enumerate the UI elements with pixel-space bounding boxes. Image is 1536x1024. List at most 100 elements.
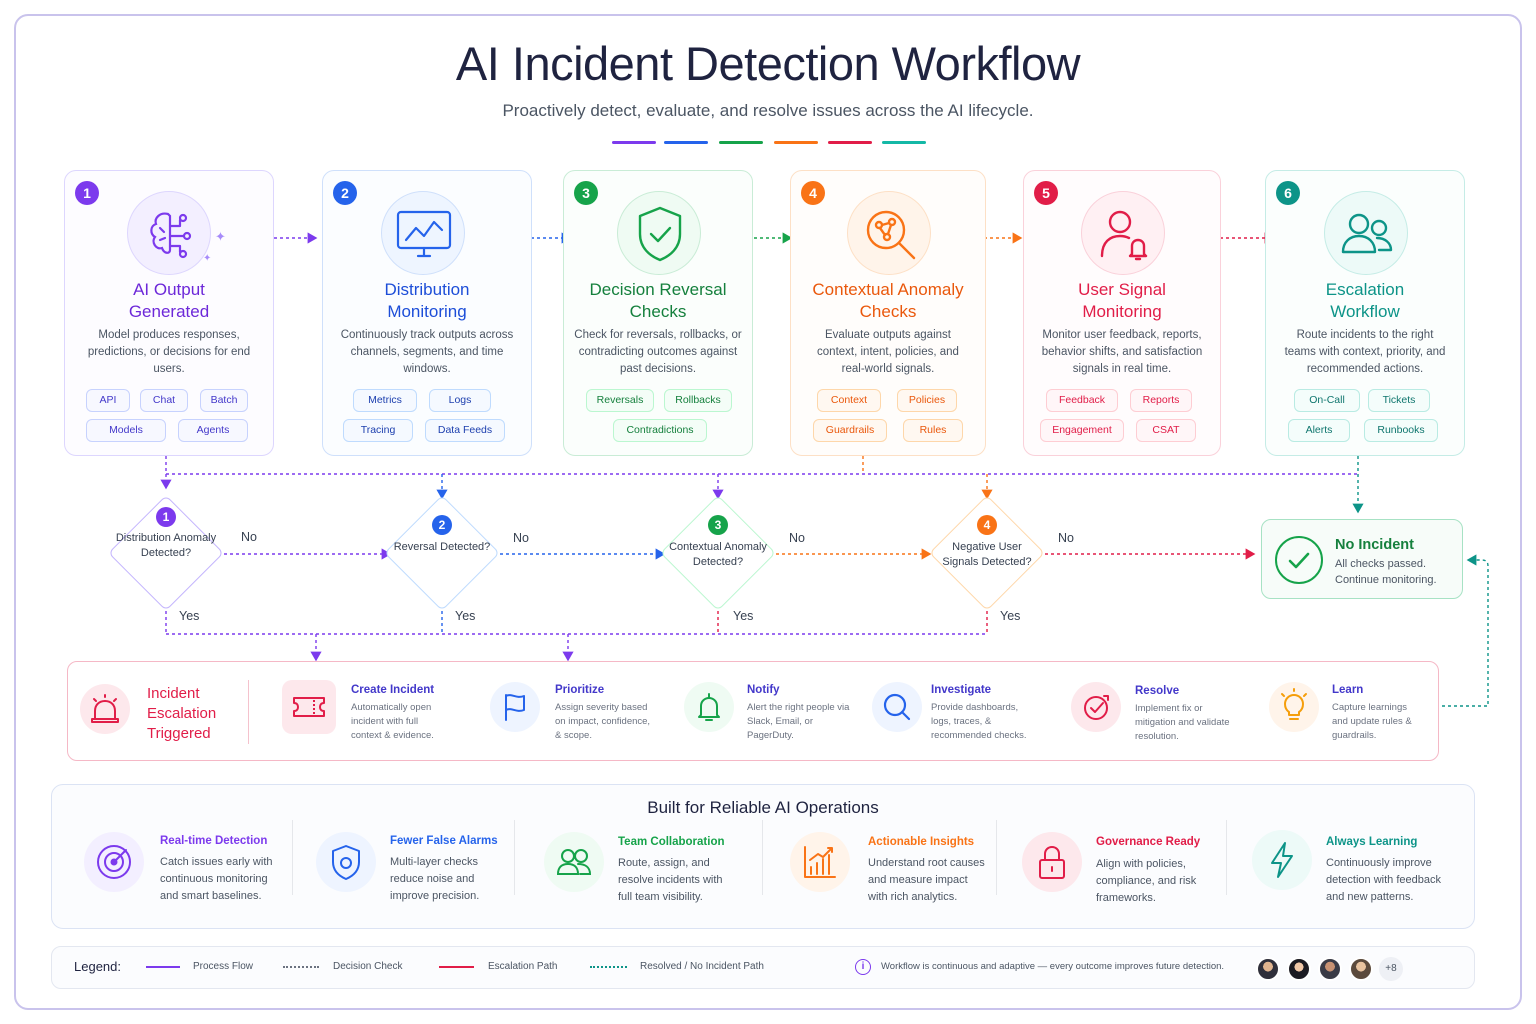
tag-models[interactable]: Models bbox=[86, 419, 166, 442]
legend-swatch-resolved bbox=[590, 966, 627, 968]
target-check-icon[interactable] bbox=[1071, 682, 1121, 732]
legend-item: Resolved / No Incident Path bbox=[640, 961, 764, 972]
tag-metrics[interactable]: Metrics bbox=[353, 389, 417, 412]
tag-runbooks[interactable]: Runbooks bbox=[1364, 419, 1438, 442]
tag-feedback[interactable]: Feedback bbox=[1046, 389, 1118, 412]
tag-context[interactable]: Context bbox=[817, 389, 881, 412]
user-bell-icon bbox=[1081, 191, 1165, 275]
tag-alerts[interactable]: Alerts bbox=[1288, 419, 1350, 442]
tag-on-call[interactable]: On-Call bbox=[1294, 389, 1360, 412]
features-title: Built for Reliable AI Operations bbox=[647, 798, 879, 817]
legend-item: Process Flow bbox=[193, 961, 254, 972]
tag-api[interactable]: API bbox=[86, 389, 130, 412]
tag-rules[interactable]: Rules bbox=[903, 419, 963, 442]
tag-tracing[interactable]: Tracing bbox=[343, 419, 413, 442]
stage-description: Model produces responses, predictions, o… bbox=[87, 329, 251, 375]
tag-policies[interactable]: Policies bbox=[897, 389, 957, 412]
no-label: No bbox=[1058, 531, 1074, 545]
decision-text: Negative User Signals Detected? bbox=[942, 541, 1032, 568]
flag-icon[interactable] bbox=[490, 682, 540, 732]
feature-description: Continuously improve detection with feed… bbox=[1326, 857, 1441, 903]
stage-description: Route incidents to the right teams with … bbox=[1284, 329, 1446, 375]
step-description: Alert the right people via Slack, Email,… bbox=[747, 702, 850, 741]
yes-label: Yes bbox=[733, 609, 754, 623]
avatar[interactable] bbox=[1318, 957, 1342, 981]
magnifier-network-icon bbox=[847, 191, 931, 275]
stage-title: Workflow bbox=[1330, 302, 1400, 321]
feature-title: Real-time Detection bbox=[160, 835, 268, 847]
people-icon bbox=[544, 832, 604, 892]
feature-description: Catch issues early with continuous monit… bbox=[160, 856, 273, 902]
ticket-icon[interactable] bbox=[282, 680, 336, 734]
avatar[interactable] bbox=[1349, 957, 1373, 981]
stage-title: User Signal bbox=[1078, 280, 1166, 299]
escalation-title: Incident bbox=[147, 685, 200, 702]
tag-reports[interactable]: Reports bbox=[1130, 389, 1192, 412]
stage-badge: 5 bbox=[1034, 181, 1058, 205]
check-circle-icon bbox=[1275, 536, 1323, 584]
title-underline bbox=[612, 141, 656, 144]
tag-batch[interactable]: Batch bbox=[200, 389, 248, 412]
no-incident-box[interactable]: No Incident All checks passed. Continue … bbox=[1261, 519, 1463, 599]
stage-title: Distribution bbox=[384, 280, 470, 299]
lightbulb-icon[interactable] bbox=[1269, 682, 1319, 732]
lightning-icon bbox=[1252, 830, 1312, 890]
tag-data-feeds[interactable]: Data Feeds bbox=[425, 419, 505, 442]
stage-title: Monitoring bbox=[1082, 302, 1162, 321]
no-incident-title: No Incident bbox=[1335, 537, 1414, 553]
no-label: No bbox=[513, 531, 529, 545]
title-underline bbox=[664, 141, 708, 144]
tag-chat[interactable]: Chat bbox=[140, 389, 188, 412]
search-icon[interactable] bbox=[872, 682, 922, 732]
no-label: No bbox=[789, 531, 805, 545]
features-panel: Built for Reliable AI Operations Real-ti… bbox=[51, 784, 1475, 929]
tag-csat[interactable]: CSAT bbox=[1136, 419, 1196, 442]
tag-agents[interactable]: Agents bbox=[178, 419, 248, 442]
stage-title: AI Output bbox=[133, 280, 205, 299]
feature-title: Governance Ready bbox=[1096, 836, 1201, 848]
legend-label: Legend: bbox=[74, 959, 121, 974]
stage-title: Contextual Anomaly bbox=[812, 280, 964, 299]
decision-badge: 1 bbox=[156, 507, 176, 527]
team-icon bbox=[1324, 191, 1408, 275]
alarm-icon bbox=[80, 684, 130, 734]
avatar[interactable] bbox=[1287, 957, 1311, 981]
tag-contradictions[interactable]: Contradictions bbox=[613, 419, 707, 442]
yes-label: Yes bbox=[1000, 609, 1021, 623]
incident-escalation-panel: Incident Escalation Triggered Create Inc… bbox=[67, 661, 1439, 761]
yes-label: Yes bbox=[179, 609, 200, 623]
tag-reversals[interactable]: Reversals bbox=[586, 389, 654, 412]
monitor-chart-icon bbox=[381, 191, 465, 275]
tag-logs[interactable]: Logs bbox=[429, 389, 491, 412]
step-description: Implement fix or mitigation and validate… bbox=[1135, 703, 1230, 742]
stage-description: Check for reversals, rollbacks, or contr… bbox=[574, 329, 742, 375]
bell-icon[interactable] bbox=[684, 682, 734, 732]
legend-bar: Legend: Process Flow Decision Check Esca… bbox=[51, 946, 1475, 989]
tag-tickets[interactable]: Tickets bbox=[1368, 389, 1430, 412]
step-title: Investigate bbox=[931, 684, 992, 696]
page-subtitle: Proactively detect, evaluate, and resolv… bbox=[502, 101, 1034, 120]
info-icon[interactable]: i bbox=[855, 959, 871, 975]
legend-note: Workflow is continuous and adaptive — ev… bbox=[881, 961, 1225, 972]
avatar[interactable] bbox=[1256, 957, 1280, 981]
tag-rollbacks[interactable]: Rollbacks bbox=[664, 389, 732, 412]
bar-chart-icon bbox=[790, 832, 850, 892]
legend-swatch-decision bbox=[283, 966, 319, 968]
step-title: Create Incident bbox=[351, 684, 435, 696]
stage-badge: 6 bbox=[1276, 181, 1300, 205]
no-incident-line: All checks passed. bbox=[1335, 558, 1427, 570]
step-title: Learn bbox=[1332, 684, 1364, 696]
tag-engagement[interactable]: Engagement bbox=[1040, 419, 1124, 442]
tag-guardrails[interactable]: Guardrails bbox=[813, 419, 887, 442]
shield-icon bbox=[316, 832, 376, 892]
legend-item: Decision Check bbox=[333, 961, 403, 972]
title-underline bbox=[774, 141, 818, 144]
more-avatars-count[interactable]: +8 bbox=[1379, 957, 1403, 981]
decision-text: Distribution Anomaly Detected? bbox=[115, 532, 217, 559]
